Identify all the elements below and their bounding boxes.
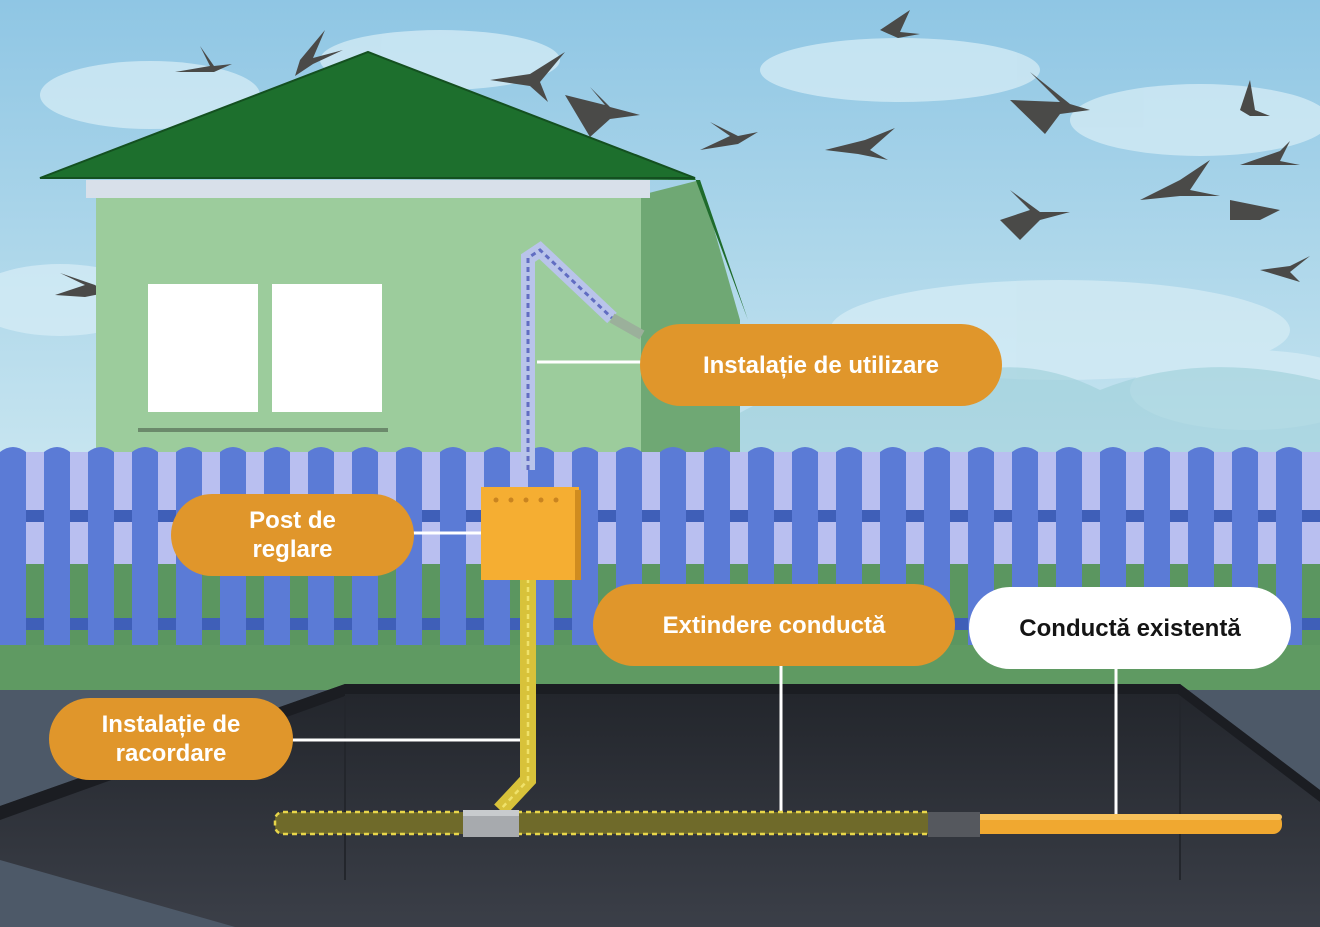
callout-regulation-post: Post de reglare — [171, 494, 414, 576]
trench — [0, 684, 1320, 927]
house — [39, 50, 748, 455]
existing-pipe — [928, 812, 1282, 837]
fence-picket — [132, 447, 158, 645]
callout-leader-lines — [290, 360, 1118, 815]
callout-connection-installation: Instalație de racordare — [49, 698, 293, 780]
pipe-coupling — [928, 812, 980, 837]
connection-riser-pipe — [494, 578, 536, 816]
fence-picket — [1276, 447, 1302, 645]
callout-existing-pipe: Conductă existentă — [969, 587, 1291, 669]
callout-pipe-extension: Extindere conductă — [593, 584, 955, 666]
window-right — [272, 284, 382, 412]
birds — [55, 10, 1310, 297]
roof-eave — [86, 180, 650, 198]
window-left — [148, 284, 258, 412]
regulator-box — [481, 487, 581, 580]
usage-installation-pipe — [521, 241, 645, 470]
fence-picket — [44, 447, 70, 645]
fence-picket — [0, 447, 26, 645]
callout-usage-installation: Instalație de utilizare — [640, 324, 1002, 406]
pipe-extension — [273, 810, 937, 836]
fence-picket — [88, 447, 114, 645]
fence-picket — [440, 447, 466, 645]
